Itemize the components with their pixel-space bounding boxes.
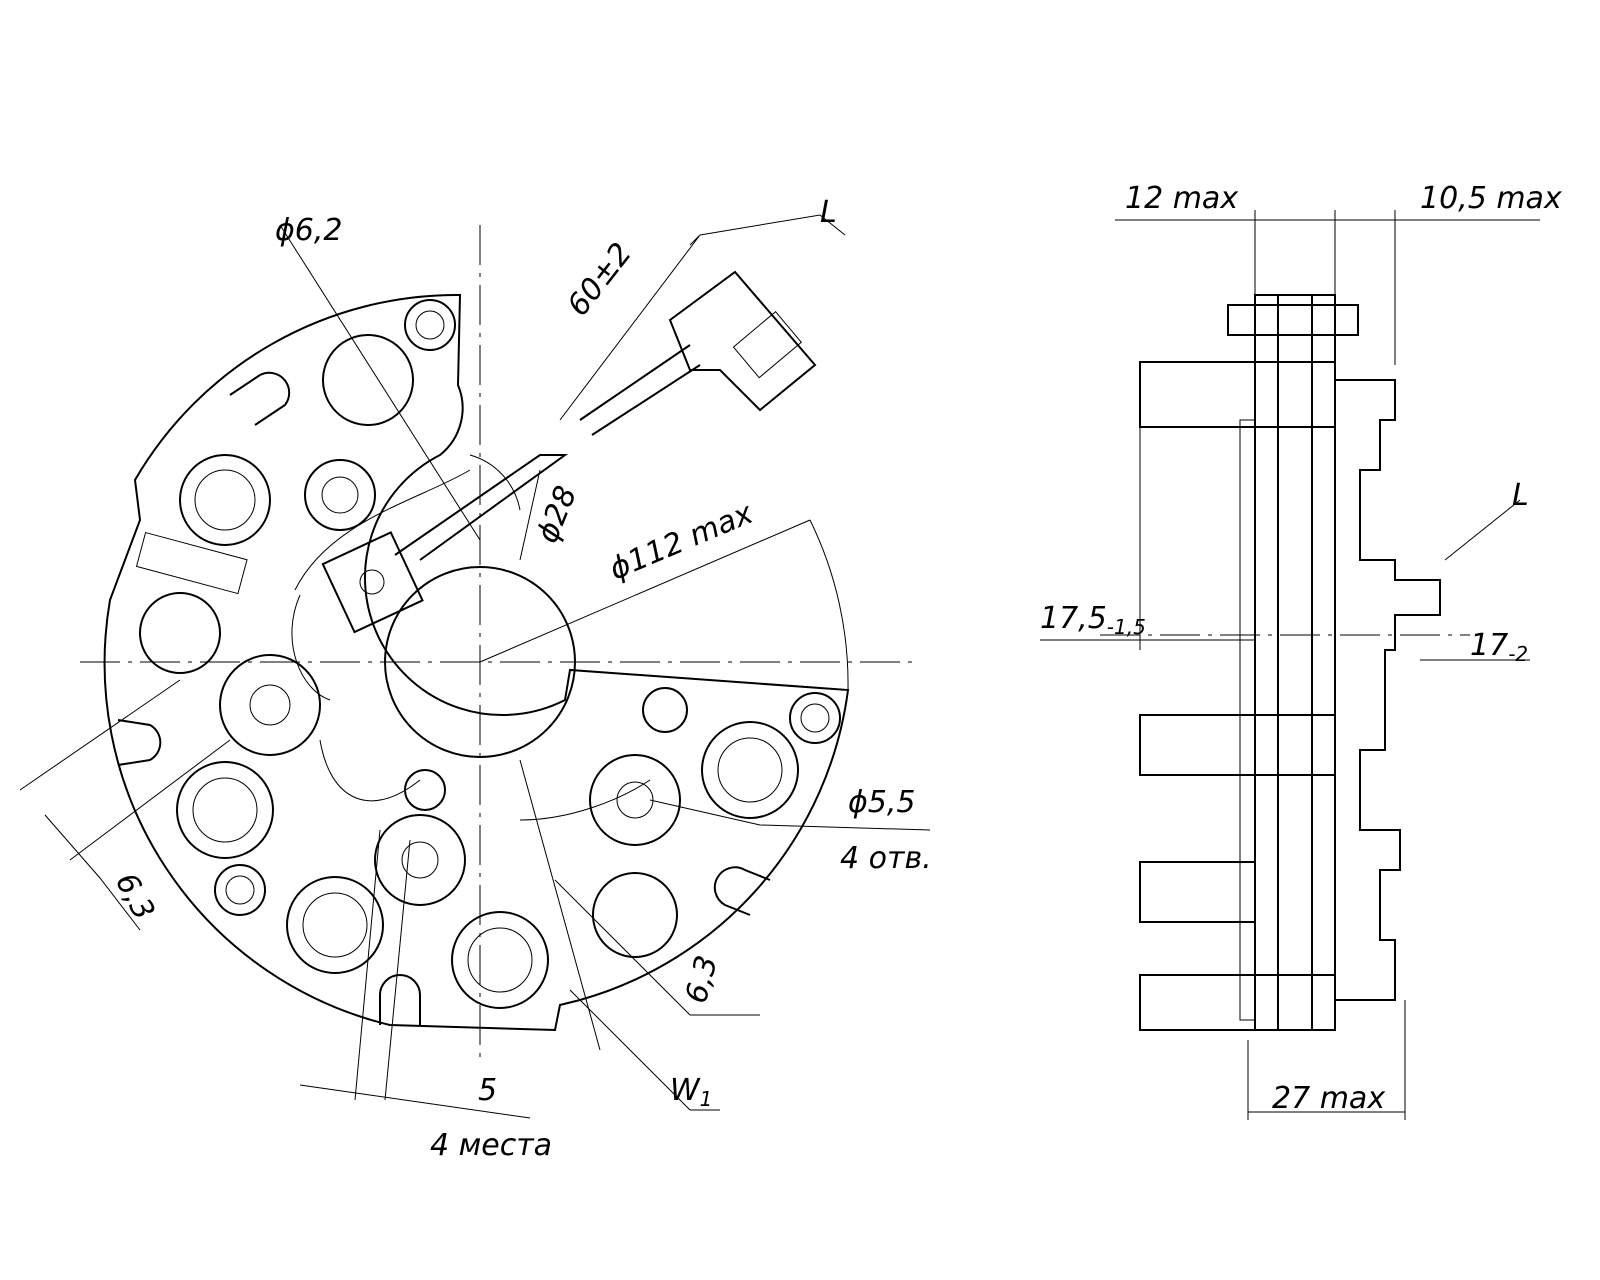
center-diameter-label: ϕ28 xyxy=(530,481,584,548)
side-view: 12 max 10,5 max L 17,5-1,5 17-2 27 max xyxy=(1040,181,1562,1120)
hole-diameter-label: ϕ6,2 xyxy=(275,213,343,248)
terminal-offset-label: 17-2 xyxy=(1470,628,1528,666)
height-offset-label: 17,5-1,5 xyxy=(1040,601,1146,639)
rectifier-plate-outline xyxy=(103,293,850,1032)
plate-rib xyxy=(291,469,651,821)
thickness-right-label: 10,5 max xyxy=(1420,181,1562,216)
connector-L xyxy=(579,270,817,436)
thickness-left-label: 12 max xyxy=(1125,181,1238,216)
marking-area xyxy=(135,531,248,595)
slot-width-label: 5 xyxy=(478,1073,497,1108)
terminal-profile xyxy=(1335,379,1441,1001)
weld-label: W1 xyxy=(670,1073,712,1111)
side-dimension-lines xyxy=(1040,210,1540,1120)
diode-holes xyxy=(139,334,799,1009)
terminal-block xyxy=(321,531,424,634)
mounting-slots xyxy=(117,371,771,1025)
mount-hole-diameter-label: ϕ5,5 xyxy=(848,785,916,820)
top-bolt xyxy=(1227,304,1359,336)
insulator xyxy=(1239,419,1256,1021)
stud-top xyxy=(1139,361,1336,428)
stud-lower xyxy=(1139,861,1256,923)
outer-diameter-label: ϕ112 max xyxy=(604,496,758,588)
mount-hole-count-label: 4 отв. xyxy=(840,841,932,876)
terminal-width-right-label: 6,3 xyxy=(679,952,725,1007)
total-thickness-label: 27 max xyxy=(1272,1081,1385,1116)
terminal-width-left-label: 6,3 xyxy=(108,867,161,926)
lead-label-L: L xyxy=(820,195,837,230)
lead-length-label: 60±2 xyxy=(561,236,639,322)
lead-wire xyxy=(394,454,569,561)
mounting-holes xyxy=(214,299,841,916)
slot-count-label: 4 места xyxy=(430,1128,552,1163)
front-view: ϕ6,2 L 60±2 ϕ28 ϕ112 max ϕ5,5 4 отв. 6,3… xyxy=(19,195,932,1163)
stud-bottom xyxy=(1139,974,1336,1031)
heatsink-plates xyxy=(1254,294,1336,1031)
dimension-lines xyxy=(19,214,931,1119)
stud-middle xyxy=(1139,714,1336,776)
center-hole xyxy=(384,566,576,758)
side-lead-label-L: L xyxy=(1512,478,1529,513)
